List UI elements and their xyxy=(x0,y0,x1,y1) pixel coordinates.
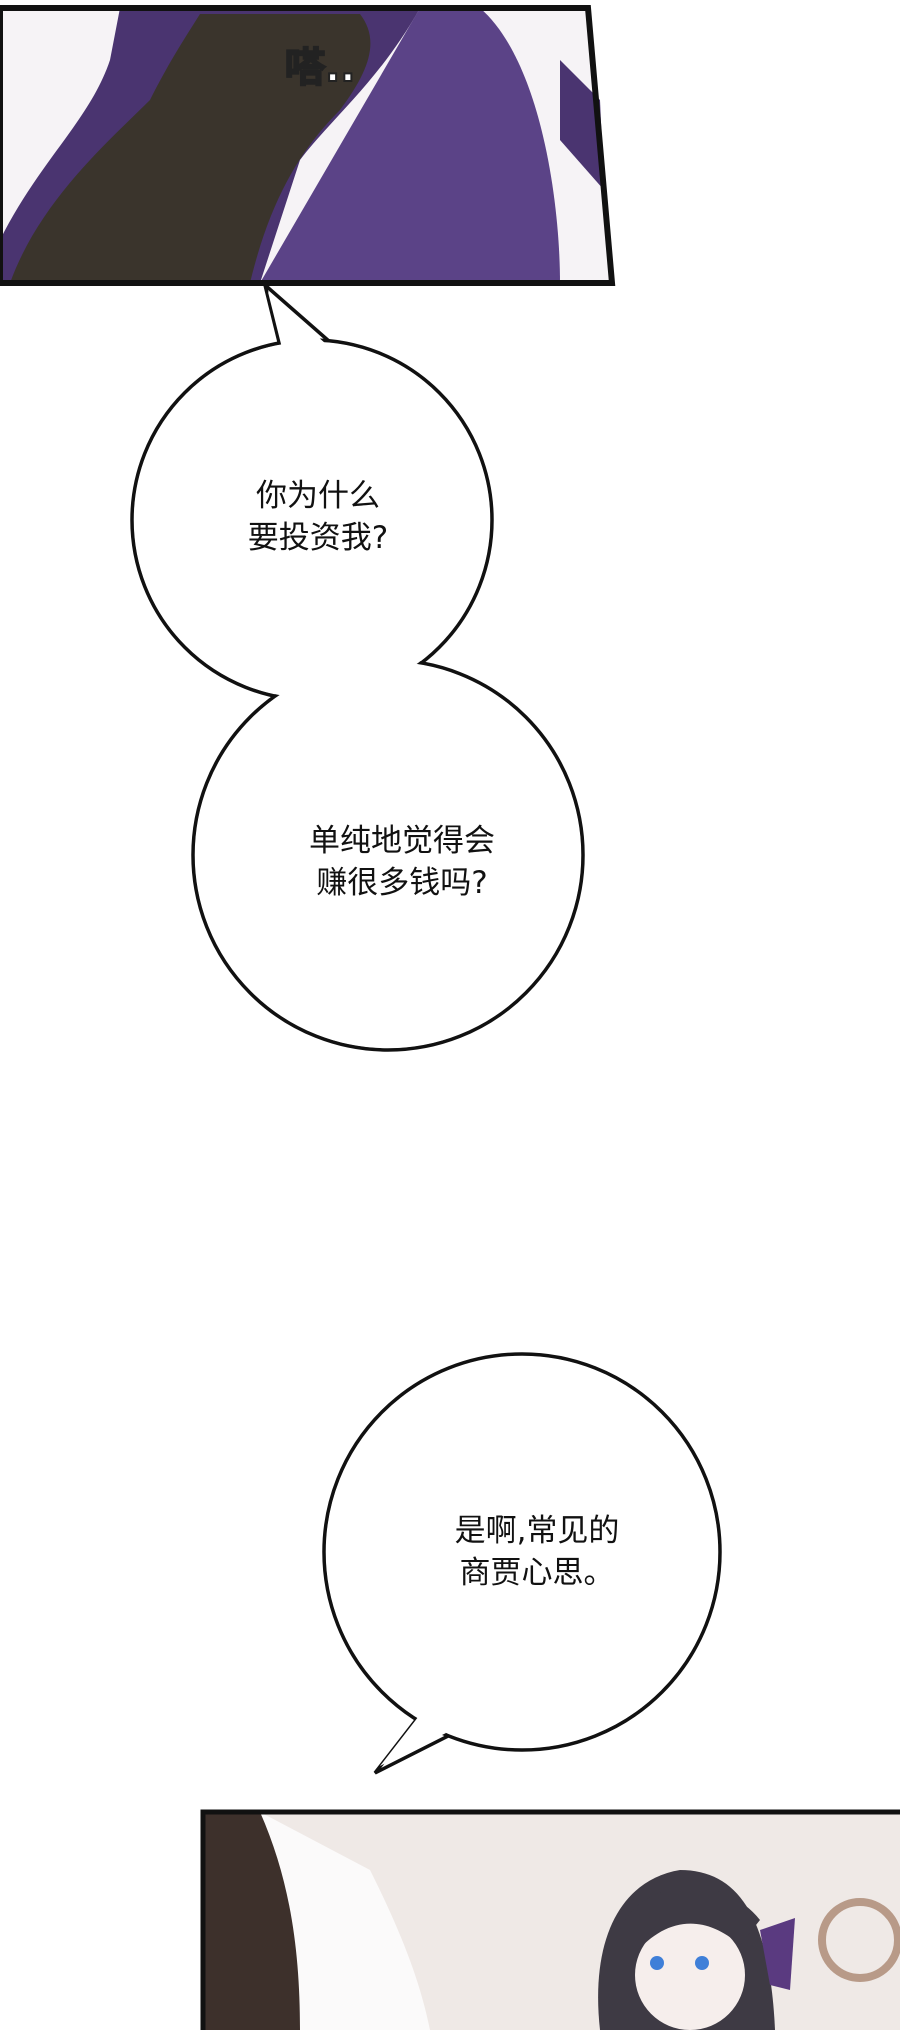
speech-bubble-double xyxy=(130,280,585,1052)
gloved-hand xyxy=(10,14,371,283)
bubble-2-line-2: 赚很多钱吗? xyxy=(316,865,488,901)
bubble-3-line-2: 商贾心思。 xyxy=(459,1555,615,1591)
bubble-3-line-1: 是啊,常见的 xyxy=(454,1513,620,1549)
speech-bubble-single xyxy=(322,1352,722,1775)
bubble-2-text: 单纯地觉得会 赚很多钱吗? xyxy=(309,820,495,904)
bottom-panel xyxy=(200,1809,900,2030)
bubble-1-line-2: 要投资我? xyxy=(247,520,389,556)
bubble-3-text: 是啊,常见的 商贾心思。 xyxy=(455,1510,620,1594)
sound-effect-text: 嗒.. xyxy=(284,44,356,92)
top-panel xyxy=(0,4,616,286)
bubble-2-line-1: 单纯地觉得会 xyxy=(309,823,495,859)
bubble-1-text: 你为什么 要投资我? xyxy=(248,475,388,559)
bubble-1-line-1: 你为什么 xyxy=(256,478,380,514)
